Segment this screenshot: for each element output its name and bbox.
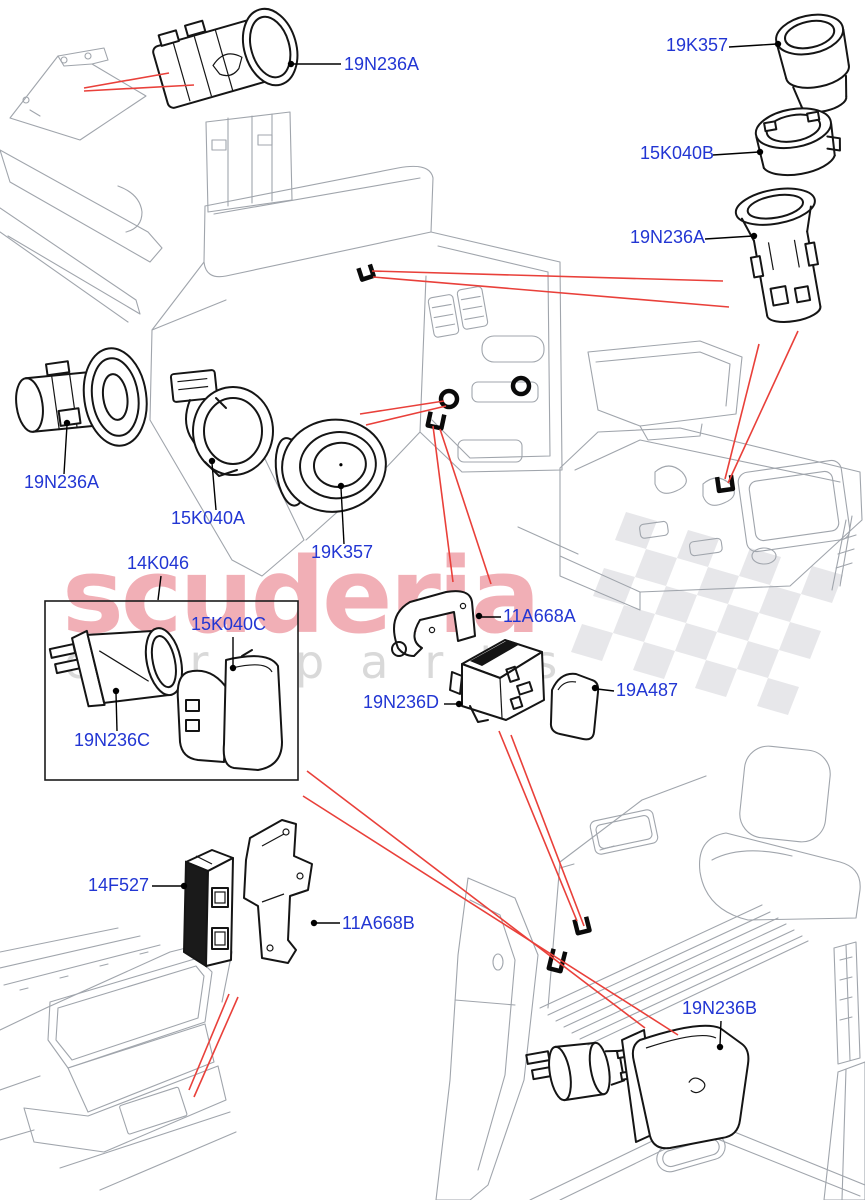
part-19n236a-right-drawing [734,187,822,323]
part-label-19k357-left[interactable]: 19K357 [311,542,373,562]
checkered-flag-watermark [571,512,843,715]
glovebox-trim-drawing [0,47,163,323]
part-19a487-cover-drawing [549,672,600,741]
part-11a668a-bracket-drawing [391,590,476,657]
part-15k040c-drawing [176,649,283,771]
part-14f527-module-drawing [182,849,234,968]
tailgate-car-drawing [0,927,237,1191]
rear-console-drawing [517,340,863,611]
part-label-19a487[interactable]: 19A487 [616,680,678,700]
part-19n236c-drawing [48,627,183,708]
part-label-19n236c[interactable]: 19N236C [74,730,150,750]
part-19n236d-drawing [449,639,545,723]
part-19n236a-top-drawing [152,7,299,109]
part-19k357-left-drawing [274,418,387,513]
part-19n236b-drawing [525,1024,750,1150]
part-label-11a668a[interactable]: 11A668A [503,606,576,626]
kit-box-14k046 [44,600,299,781]
part-label-19k357-right[interactable]: 19K357 [666,35,728,55]
part-label-19n236a-top[interactable]: 19N236A [344,54,419,74]
part-19k357-right-drawing [775,13,850,113]
part-19n236a-left-drawing [15,347,148,447]
callout-leader-lines [63,40,782,1051]
part-label-14f527[interactable]: 14F527 [88,875,149,895]
part-number-labels: 19N236A 19K357 15K040B 19N236A 19N236A 1… [24,35,757,1018]
part-15k040b-drawing [754,107,841,177]
part-label-19n236d[interactable]: 19N236D [363,692,439,712]
red-pointer-lines [83,72,799,1098]
part-label-14k046[interactable]: 14K046 [127,553,189,573]
part-label-19n236a-right[interactable]: 19N236A [630,227,705,247]
part-label-15k040c[interactable]: 15K040C [191,614,266,634]
part-label-19n236b[interactable]: 19N236B [682,998,757,1018]
part-label-11a668b[interactable]: 11A668B [342,913,415,933]
part-label-15k040b[interactable]: 15K040B [640,143,714,163]
part-15k040a-drawing [169,369,274,477]
part-11a668b-bracket-drawing [243,819,313,964]
part-label-19n236a-left[interactable]: 19N236A [24,472,99,492]
part-label-15k040a[interactable]: 15K040A [171,508,245,528]
